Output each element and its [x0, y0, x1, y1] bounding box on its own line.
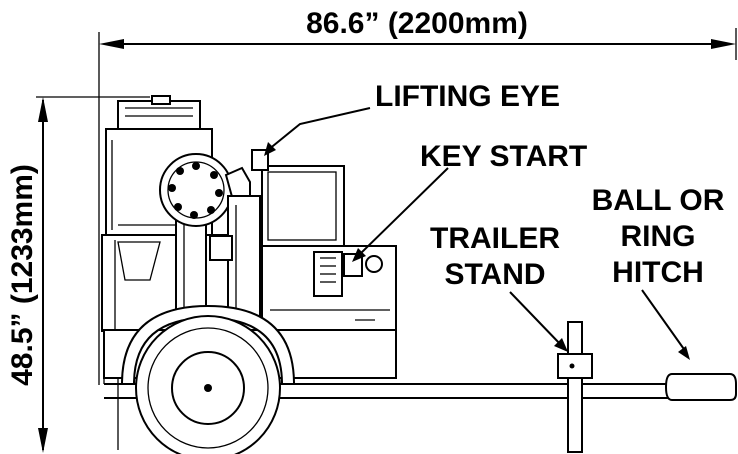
trailer-stand-label-line2: STAND — [444, 258, 545, 291]
trailer-stand — [557, 321, 593, 453]
lifting-eye-label: LIFTING EYE — [375, 80, 560, 113]
callout-leaders — [264, 107, 690, 360]
height-dimension: 48.5” (1233mm) — [6, 96, 150, 453]
engine-assembly — [101, 95, 397, 335]
height-dimension-label: 48.5” (1233mm) — [6, 164, 39, 386]
key-start-label: KEY START — [420, 140, 587, 173]
wheel-assembly — [120, 304, 296, 454]
hitch-label-line1: BALL OR — [592, 184, 725, 217]
flange-bolts — [168, 162, 223, 219]
hitch-label-line2: RING — [621, 220, 696, 253]
width-dimension: 86.6” (2200mm) — [98, 7, 737, 385]
width-dimension-label: 86.6” (2200mm) — [306, 7, 528, 40]
hitch-label-line3: HITCH — [612, 256, 704, 289]
hitch — [664, 373, 737, 401]
trailer-stand-label-line1: TRAILER — [430, 222, 560, 255]
